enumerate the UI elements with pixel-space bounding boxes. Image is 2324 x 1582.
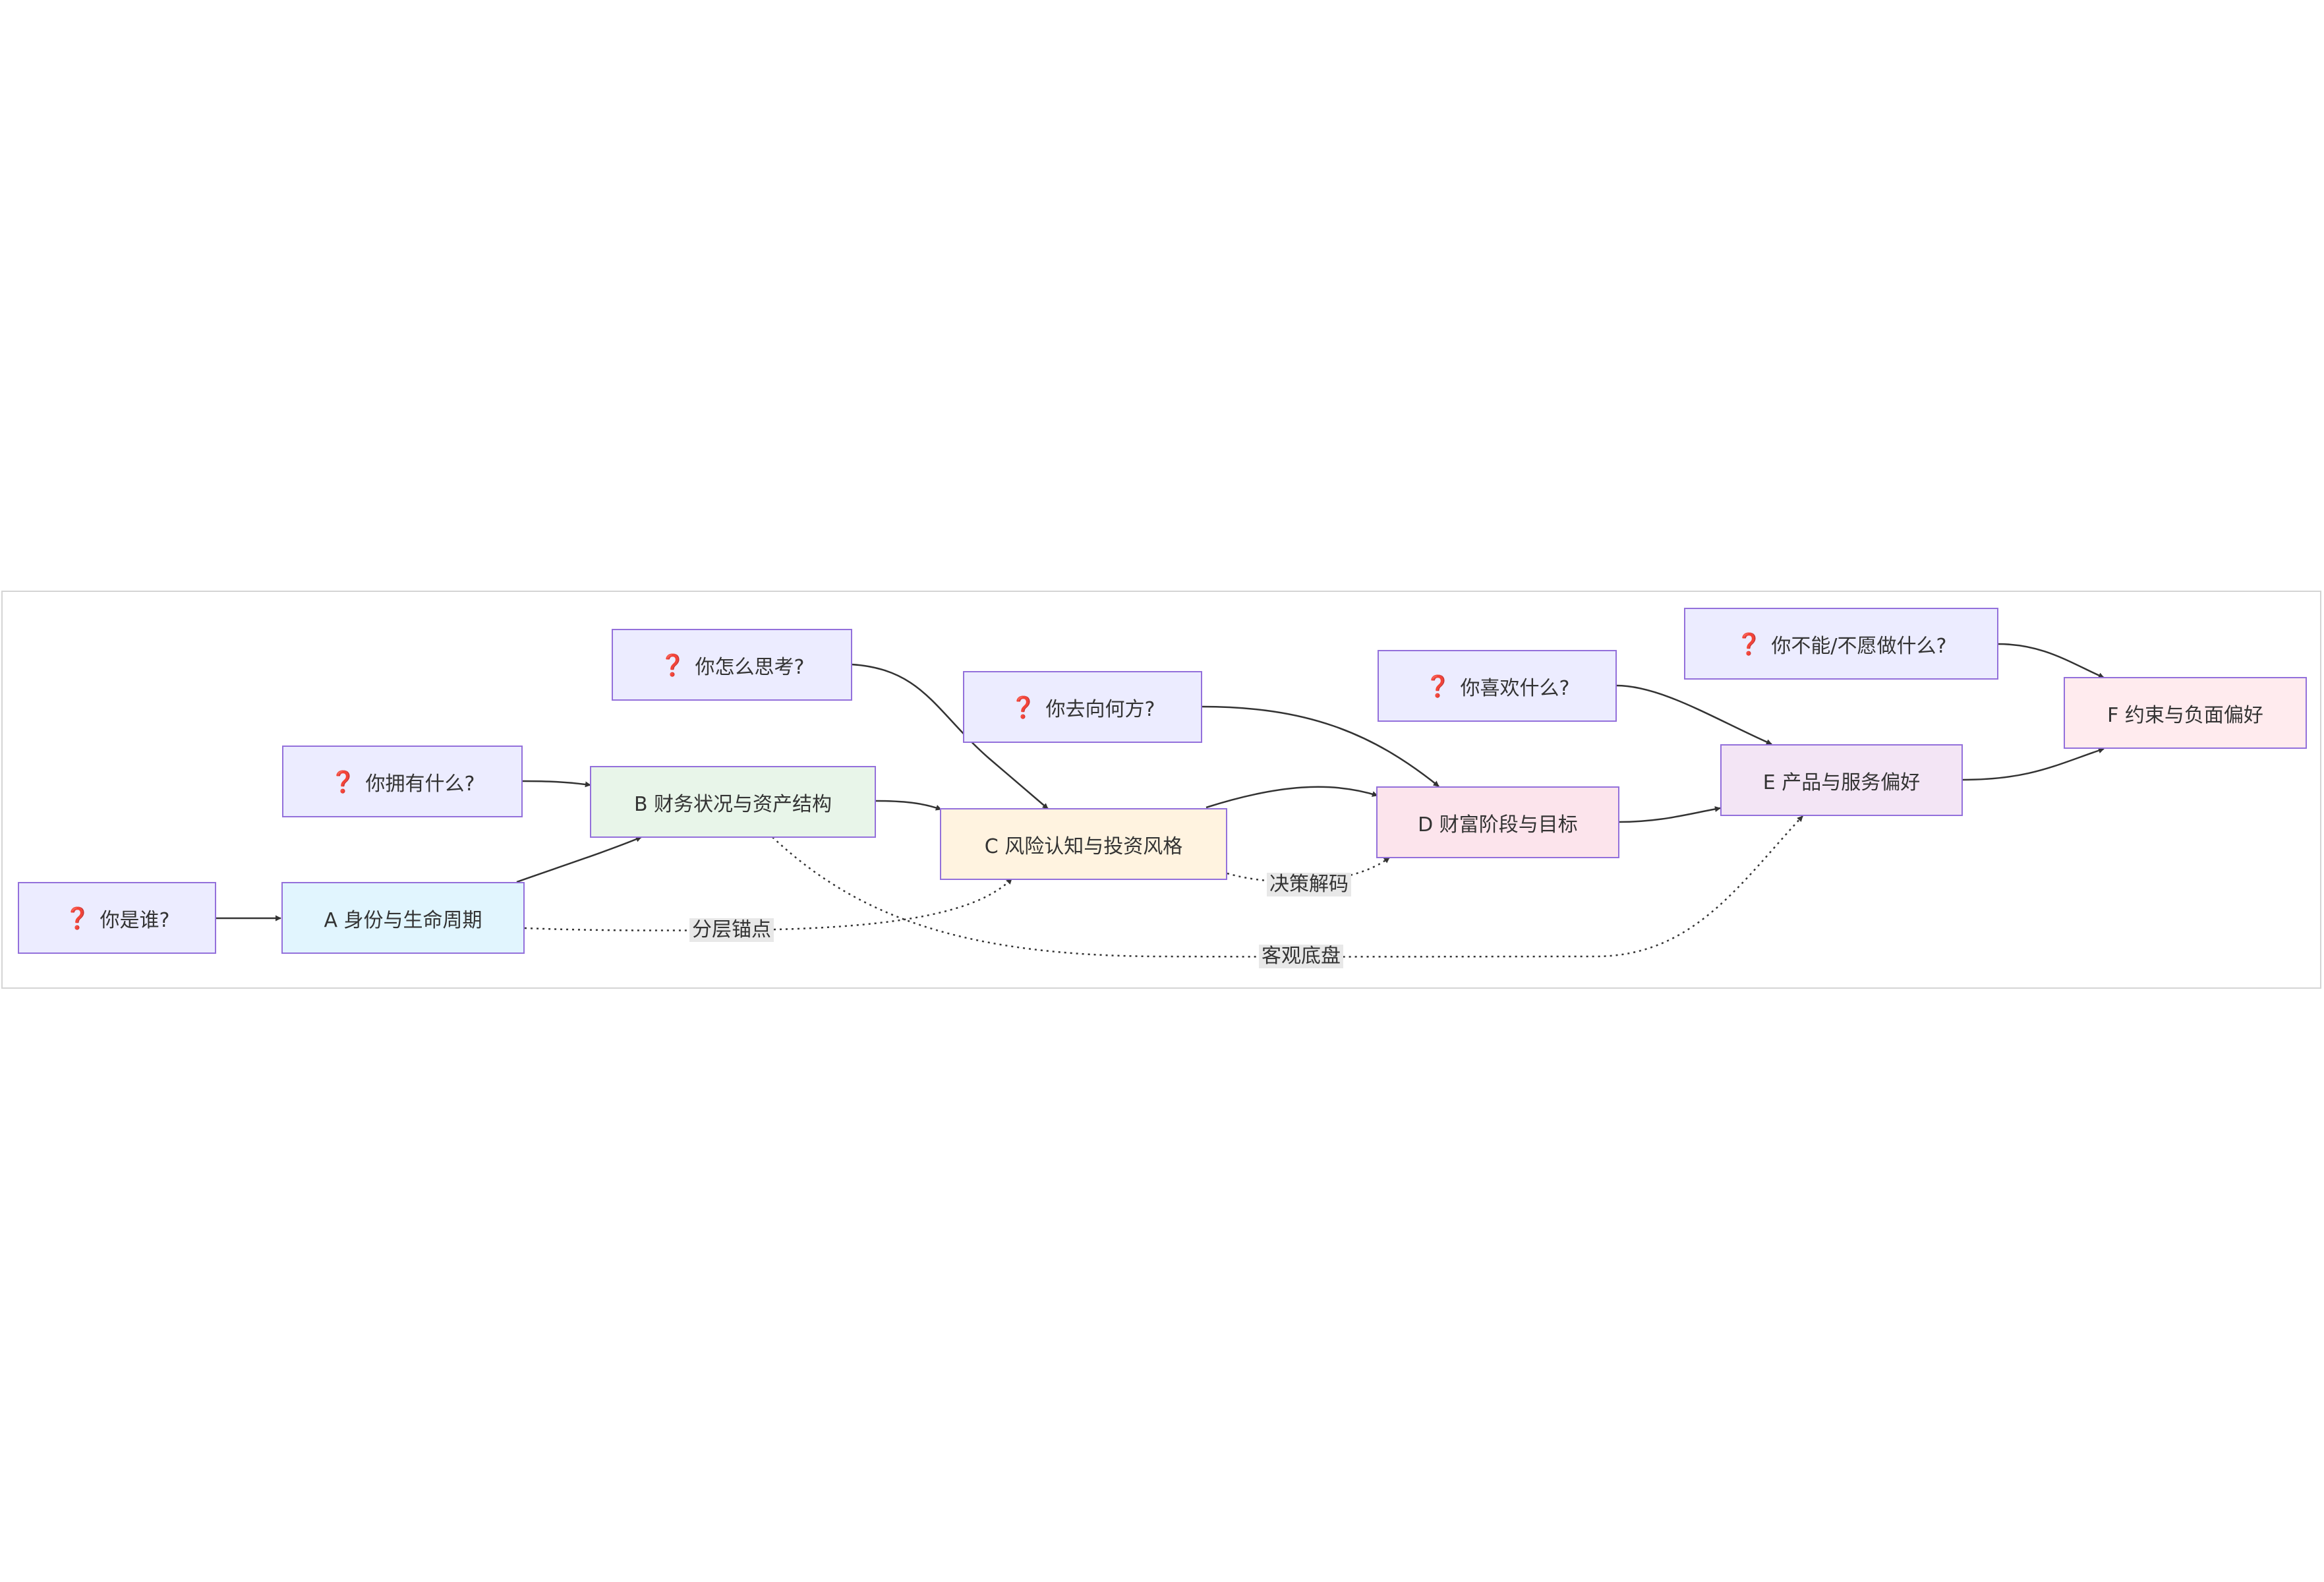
question-think-text: 你怎么思考? xyxy=(695,655,805,679)
edge-goal-to-d xyxy=(1201,705,1439,787)
question-mark-icon: ❓ xyxy=(1424,673,1451,699)
edge-c-to-d xyxy=(1206,786,1378,809)
edge-e-to-f xyxy=(1961,747,2105,781)
edge-b-to-c xyxy=(875,800,942,811)
edge-label-decision-decode: 决策解码 xyxy=(1267,873,1351,896)
question-have-text: 你拥有什么? xyxy=(365,772,475,796)
question-mark-icon: ❓ xyxy=(64,905,91,931)
edge-cannot-to-f xyxy=(1997,643,2105,679)
question-who-text: 你是谁? xyxy=(100,908,170,932)
edge-like-to-e xyxy=(1615,684,1772,746)
question-mark-icon: ❓ xyxy=(330,769,357,794)
edge-label-layered-anchor: 分层锚点 xyxy=(689,918,774,942)
edge-d-to-e xyxy=(1618,806,1721,823)
question-mark-icon: ❓ xyxy=(659,652,686,678)
dimension-c-text: C 风险认知与投资风格 xyxy=(984,835,1183,858)
dimension-b-text: B 财务状况与资产结构 xyxy=(633,792,832,816)
dimension-e-text: E 产品与服务偏好 xyxy=(1762,771,1921,794)
question-cannot-text: 你不能/不愿做什么? xyxy=(1771,634,1947,658)
dimension-node-f: F 约束与负面偏好 xyxy=(2064,677,2307,749)
dimension-node-d: D 财富阶段与目标 xyxy=(1376,786,1619,858)
dimension-node-c: C 风险认知与投资风格 xyxy=(940,808,1227,880)
edge-a-to-b xyxy=(516,836,642,883)
question-goal-text: 你去向何方? xyxy=(1045,697,1155,721)
dimension-a-text: A 身份与生命周期 xyxy=(324,908,482,932)
dimension-node-a: A 身份与生命周期 xyxy=(281,882,525,954)
edge-label-objective-base: 客观底盘 xyxy=(1259,945,1343,968)
edge-have-to-b xyxy=(522,780,591,788)
question-node-goal: ❓ 你去向何方? xyxy=(963,671,1202,743)
dimension-d-text: D 财富阶段与目标 xyxy=(1418,813,1578,836)
question-mark-icon: ❓ xyxy=(1010,694,1037,720)
question-like-text: 你喜欢什么? xyxy=(1460,676,1570,700)
diagram-frame xyxy=(1,591,2321,989)
dimension-f-text: F 约束与负面偏好 xyxy=(2107,703,2263,727)
dimension-node-b: B 财务状况与资产结构 xyxy=(590,766,876,838)
dimension-node-e: E 产品与服务偏好 xyxy=(1720,744,1963,816)
edge-think-to-c xyxy=(851,663,1049,809)
question-node-cannot: ❓ 你不能/不愿做什么? xyxy=(1684,608,1998,680)
question-mark-icon: ❓ xyxy=(1735,631,1762,657)
question-node-have: ❓ 你拥有什么? xyxy=(282,746,523,817)
question-node-who: ❓ 你是谁? xyxy=(18,882,216,954)
question-node-think: ❓ 你怎么思考? xyxy=(612,629,852,701)
question-node-like: ❓ 你喜欢什么? xyxy=(1378,650,1617,722)
